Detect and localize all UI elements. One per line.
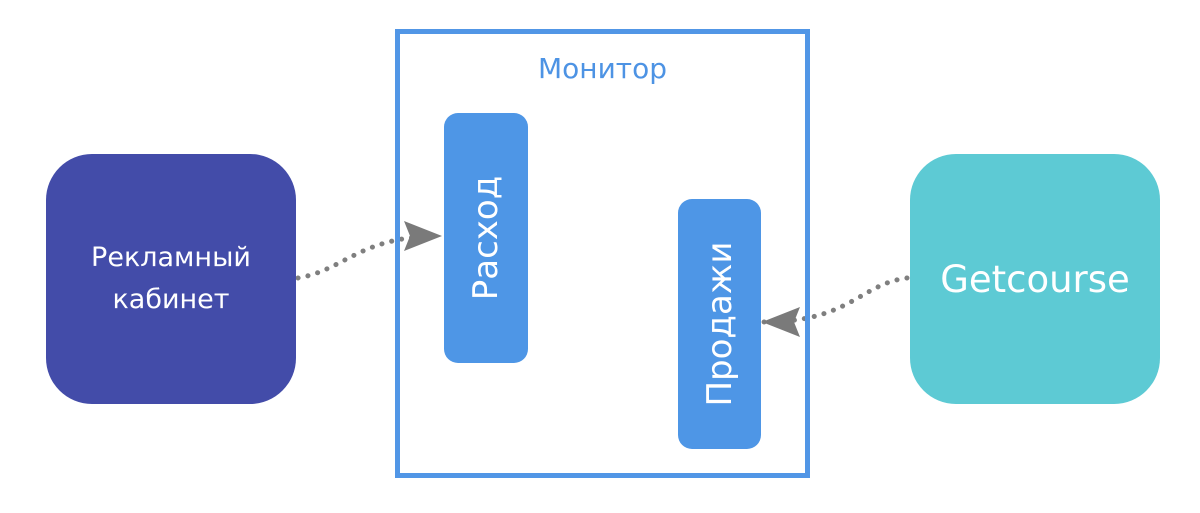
ad-cabinet-node: Рекламный кабинет — [46, 154, 296, 404]
ad-cabinet-label: Рекламный кабинет — [91, 242, 251, 315]
expense-block: Расход — [444, 113, 528, 363]
getcourse-node: Getcourse — [910, 154, 1160, 404]
sales-label: Продажи — [699, 241, 740, 407]
connector-getcourse-to-sales — [761, 275, 910, 337]
monitor-frame — [395, 29, 810, 478]
monitor-title: Монитор — [537, 52, 667, 85]
getcourse-label: Getcourse — [940, 257, 1130, 301]
sales-block: Продажи — [678, 199, 761, 449]
expense-label: Расход — [466, 175, 506, 301]
